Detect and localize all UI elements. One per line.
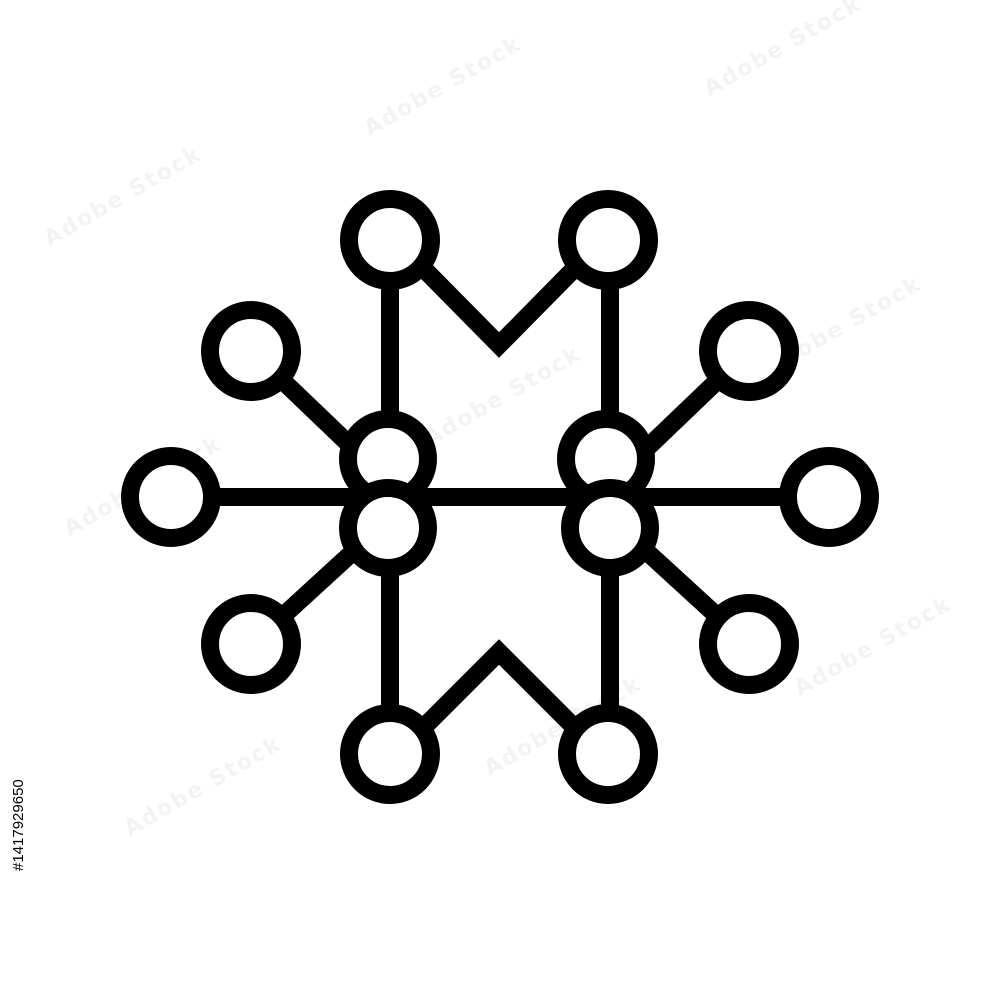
node-circle (340, 704, 440, 804)
edge (636, 541, 725, 624)
icon-edges (203, 261, 795, 735)
node-circle (561, 479, 659, 577)
node-circle (201, 301, 301, 401)
node-circle (699, 594, 799, 694)
node-circle (558, 190, 658, 290)
edge (416, 261, 582, 358)
edge (275, 373, 364, 459)
edge (636, 373, 725, 459)
node-circle (779, 447, 879, 547)
edge (275, 541, 364, 624)
node-circle (339, 479, 437, 577)
icon-nodes (121, 190, 879, 804)
node-circle (699, 301, 799, 401)
node-circle (201, 594, 301, 694)
stock-id-label: #1417929650 (10, 779, 27, 871)
node-circle (340, 190, 440, 290)
edge (416, 639, 582, 735)
node-circle (121, 447, 221, 547)
node-circle (558, 704, 658, 804)
